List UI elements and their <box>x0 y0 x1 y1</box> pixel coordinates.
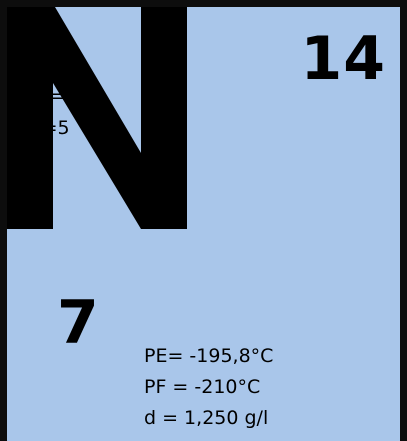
element-symbol-text: N <box>97 206 98 208</box>
boiling-point: PE= -195,8°C <box>144 345 274 367</box>
atomic-number: 7 <box>57 288 99 358</box>
element-symbol: N <box>7 7 187 229</box>
shell-l-electrons: L=5 <box>31 117 70 139</box>
density: d = 1,250 g/l <box>144 407 269 429</box>
melting-point: PF = -210°C <box>144 376 261 398</box>
mass-number: 14 <box>300 24 386 94</box>
shell-k-electrons: K = 2 <box>31 85 84 107</box>
